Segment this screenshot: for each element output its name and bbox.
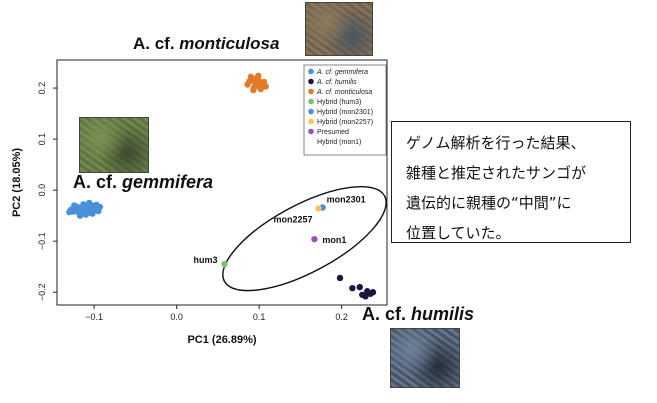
legend-marker <box>308 128 314 135</box>
point-label: mon1 <box>322 235 346 245</box>
x-tick-label: −0.1 <box>85 312 103 322</box>
legend-marker <box>308 88 314 95</box>
humilis-label: A. cf. humilis <box>362 304 474 325</box>
data-point <box>66 208 73 216</box>
x-tick-label: 0.2 <box>335 312 348 322</box>
legend-entry: Hybrid (hum3) <box>317 99 361 106</box>
legend-entry: A. cf. gemmifera <box>316 69 368 76</box>
gemmifera-label-name: gemmifera <box>122 172 214 192</box>
legend-entry: Hybrid (mon2257) <box>317 119 373 126</box>
point-label: mon2257 <box>273 215 312 225</box>
humilis-label-name: humilis <box>411 304 475 324</box>
data-point <box>257 85 264 93</box>
legend-marker <box>308 108 314 115</box>
legend-marker <box>308 68 314 75</box>
data-point <box>247 73 255 81</box>
gemmifera-coral-photo <box>79 117 149 173</box>
hybrid-highlight-ellipse <box>222 185 387 292</box>
callout-line-1: ゲノム解析を行った結果、 <box>406 134 586 152</box>
y-tick-label: 0.1 <box>37 133 47 146</box>
callout-line-4: 位置していた。 <box>406 224 511 242</box>
legend-entry: Hybrid (mon2301) <box>317 109 373 116</box>
x-tick-label: 0.1 <box>253 312 266 322</box>
data-point <box>77 205 85 213</box>
callout-box: ゲノム解析を行った結果、 雑種と推定されたサンゴが 遺伝的に親種の“中間”に 位… <box>391 121 631 243</box>
y-tick-label: 0.0 <box>37 184 47 197</box>
y-tick-label: −0.1 <box>37 232 47 250</box>
legend-entry: A. cf. humilis <box>316 79 357 86</box>
data-point <box>356 283 363 291</box>
data-point <box>85 209 92 216</box>
x-axis-label: PC1 (26.89%) <box>187 334 256 346</box>
legend-entry: Hybrid (mon1) <box>317 139 361 146</box>
legend-entry: Presumed <box>317 129 349 136</box>
legend-marker <box>308 118 314 125</box>
monticulosa-label-prefix: A. cf. <box>133 34 175 53</box>
legend-entry: A. cf. monticulosa <box>316 89 372 96</box>
gemmifera-label: A. cf. gemmifera <box>73 172 213 193</box>
data-point <box>221 260 228 268</box>
callout-line-3: 遺伝的に親種の“中間”に <box>406 194 572 212</box>
point-label: mon2301 <box>327 195 366 205</box>
data-point <box>71 202 78 209</box>
x-tick-label: 0.0 <box>170 312 183 322</box>
data-point <box>315 205 322 212</box>
plot-frame <box>56 59 388 306</box>
monticulosa-coral-photo <box>305 2 373 56</box>
y-tick-label: −0.2 <box>37 283 47 301</box>
data-point <box>90 206 97 214</box>
data-point <box>96 203 104 211</box>
y-tick-label: 0.2 <box>37 82 47 95</box>
data-point <box>311 235 318 243</box>
data-point <box>260 78 268 86</box>
callout-line-2: 雑種と推定されたサンゴが <box>406 164 587 182</box>
gemmifera-label-prefix: A. cf. <box>73 172 118 192</box>
monticulosa-label: A. cf. monticulosa <box>133 34 279 54</box>
legend-marker <box>308 98 314 105</box>
data-point <box>336 274 344 282</box>
point-label: hum3 <box>193 255 217 265</box>
data-point <box>349 284 356 292</box>
data-point <box>250 86 257 94</box>
data-point <box>369 289 377 296</box>
humilis-coral-photo <box>390 328 460 388</box>
data-point <box>362 293 369 300</box>
data-point <box>244 81 251 88</box>
legend-marker <box>308 78 314 85</box>
humilis-label-prefix: A. cf. <box>362 304 407 324</box>
y-axis-label: PC2 (18.05%) <box>11 148 23 217</box>
legend-box <box>303 64 387 156</box>
monticulosa-label-name: monticulosa <box>179 34 280 53</box>
data-point <box>255 72 262 80</box>
